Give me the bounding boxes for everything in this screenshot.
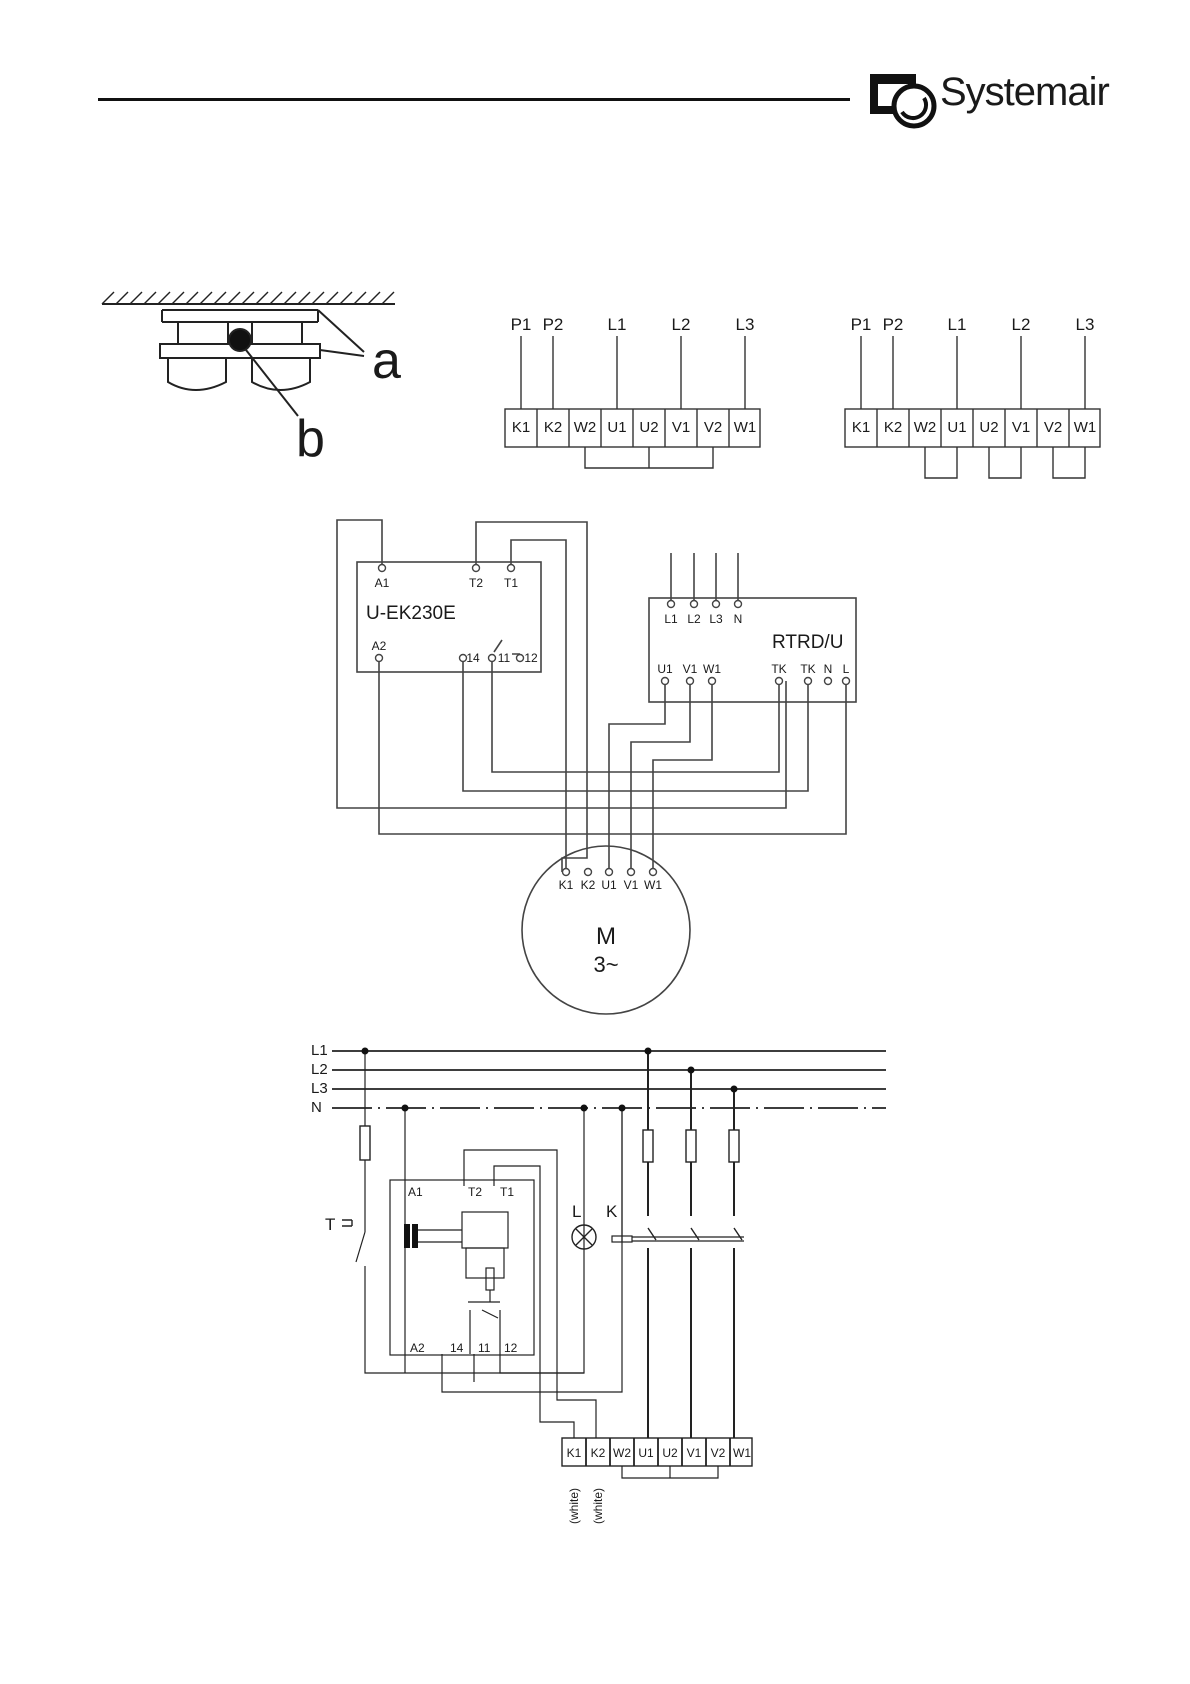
- motor-phase: 3~: [593, 952, 618, 977]
- bus-l2: L2: [311, 1061, 328, 1078]
- relay-pin-a1: A1: [375, 576, 390, 590]
- ctrl-out-v1: V1: [683, 662, 698, 676]
- motor-name: M: [596, 923, 616, 950]
- controller-name: RTRD/U: [772, 632, 843, 653]
- relay-pin-t1: T1: [504, 576, 518, 590]
- bus-l3: L3: [311, 1080, 328, 1097]
- ctrl-in-n: N: [734, 612, 743, 626]
- sch-relay-t1: T1: [500, 1185, 514, 1199]
- ctrl-out-l: L: [843, 662, 850, 676]
- ctrl-out-u1: U1: [657, 662, 673, 676]
- motor-pin-w1: W1: [644, 878, 662, 892]
- ctrl-in-l1: L1: [664, 612, 678, 626]
- tb1-k2: K2: [544, 419, 562, 436]
- relay-pin-14: 14: [466, 651, 480, 665]
- ctrl-in-l3: L3: [709, 612, 723, 626]
- relay-pin-a2: A2: [372, 639, 387, 653]
- terminal-block-1: [505, 336, 760, 468]
- tb2-v1: V1: [1012, 419, 1030, 436]
- tb2-k2: K2: [884, 419, 902, 436]
- mount-figure: [102, 292, 395, 416]
- tb1-v2: V2: [704, 419, 722, 436]
- tb1-l1: L1: [608, 315, 627, 334]
- sch-term-v2: V2: [711, 1446, 726, 1460]
- sch-relay-a2: A2: [410, 1341, 425, 1355]
- tb2-l1: L1: [948, 315, 967, 334]
- wiring-diagram-labels: A1 T2 T1 U-EK230E A2 14 11 12 L1 L2 L3 N…: [366, 576, 850, 977]
- sch-term-k1: K1: [567, 1446, 582, 1460]
- tb1-u2: U2: [639, 419, 658, 436]
- tb1-w1: W1: [734, 419, 757, 436]
- wire-note-k1: (white): [567, 1488, 581, 1524]
- lamp-label: L: [572, 1202, 581, 1221]
- tb2-p1: P1: [851, 315, 872, 334]
- schematic-labels: L1 L2 L3 N T L K A1 T2 T1 A2 14 11 12 K1…: [311, 1042, 751, 1524]
- sch-relay-12: 12: [504, 1341, 518, 1355]
- ctrl-out-n: N: [824, 662, 833, 676]
- ctrl-in-l2: L2: [687, 612, 701, 626]
- ctrl-out-w1: W1: [703, 662, 721, 676]
- label-a: a: [372, 332, 401, 390]
- sch-term-w2: W2: [613, 1446, 631, 1460]
- tb1-k1: K1: [512, 419, 530, 436]
- sch-term-k2: K2: [591, 1446, 606, 1460]
- tb2-w1: W1: [1074, 419, 1097, 436]
- relay-pin-t2: T2: [469, 576, 483, 590]
- tb1-p2: P2: [543, 315, 564, 334]
- schematic: [332, 1048, 886, 1479]
- bus-l1: L1: [311, 1042, 328, 1059]
- relay-pin-11: 11: [498, 651, 511, 665]
- motor-pin-v1: V1: [624, 878, 639, 892]
- motor-pin-k2: K2: [581, 878, 596, 892]
- bus-n: N: [311, 1099, 322, 1116]
- sch-term-u2: U2: [662, 1446, 678, 1460]
- sch-term-u1: U1: [638, 1446, 654, 1460]
- motor-pin-u1: U1: [601, 878, 617, 892]
- tb2-u2: U2: [979, 419, 998, 436]
- sch-relay-14: 14: [450, 1341, 464, 1355]
- tb2-k1: K1: [852, 419, 870, 436]
- sch-term-v1: V1: [687, 1446, 702, 1460]
- sch-relay-a1: A1: [408, 1185, 423, 1199]
- tb2-u1: U1: [947, 419, 966, 436]
- tb2-p2: P2: [883, 315, 904, 334]
- tb1-p1: P1: [511, 315, 532, 334]
- wire-note-k2: (white): [591, 1488, 605, 1524]
- label-b: b: [296, 410, 325, 468]
- tb1-l3: L3: [736, 315, 755, 334]
- ctrl-out-tk2: TK: [800, 662, 815, 676]
- tb1-u1: U1: [607, 419, 626, 436]
- relay-pin-12: 12: [524, 651, 538, 665]
- tb1-v1: V1: [672, 419, 690, 436]
- sch-relay-11: 11: [478, 1341, 491, 1355]
- tb2-l2: L2: [1012, 315, 1031, 334]
- ctrl-out-tk1: TK: [771, 662, 786, 676]
- sch-relay-t2: T2: [468, 1185, 482, 1199]
- sch-term-w1: W1: [733, 1446, 751, 1460]
- tb1-l2: L2: [672, 315, 691, 334]
- relay-name: U-EK230E: [366, 603, 456, 624]
- switch-label: T: [325, 1215, 335, 1234]
- tb2-w2: W2: [914, 419, 937, 436]
- motor-pin-k1: K1: [559, 878, 574, 892]
- contactor-label: K: [606, 1202, 618, 1221]
- tb1-w2: W2: [574, 419, 597, 436]
- tb2-v2: V2: [1044, 419, 1062, 436]
- tb2-l3: L3: [1076, 315, 1095, 334]
- terminal-block-2: [845, 336, 1100, 478]
